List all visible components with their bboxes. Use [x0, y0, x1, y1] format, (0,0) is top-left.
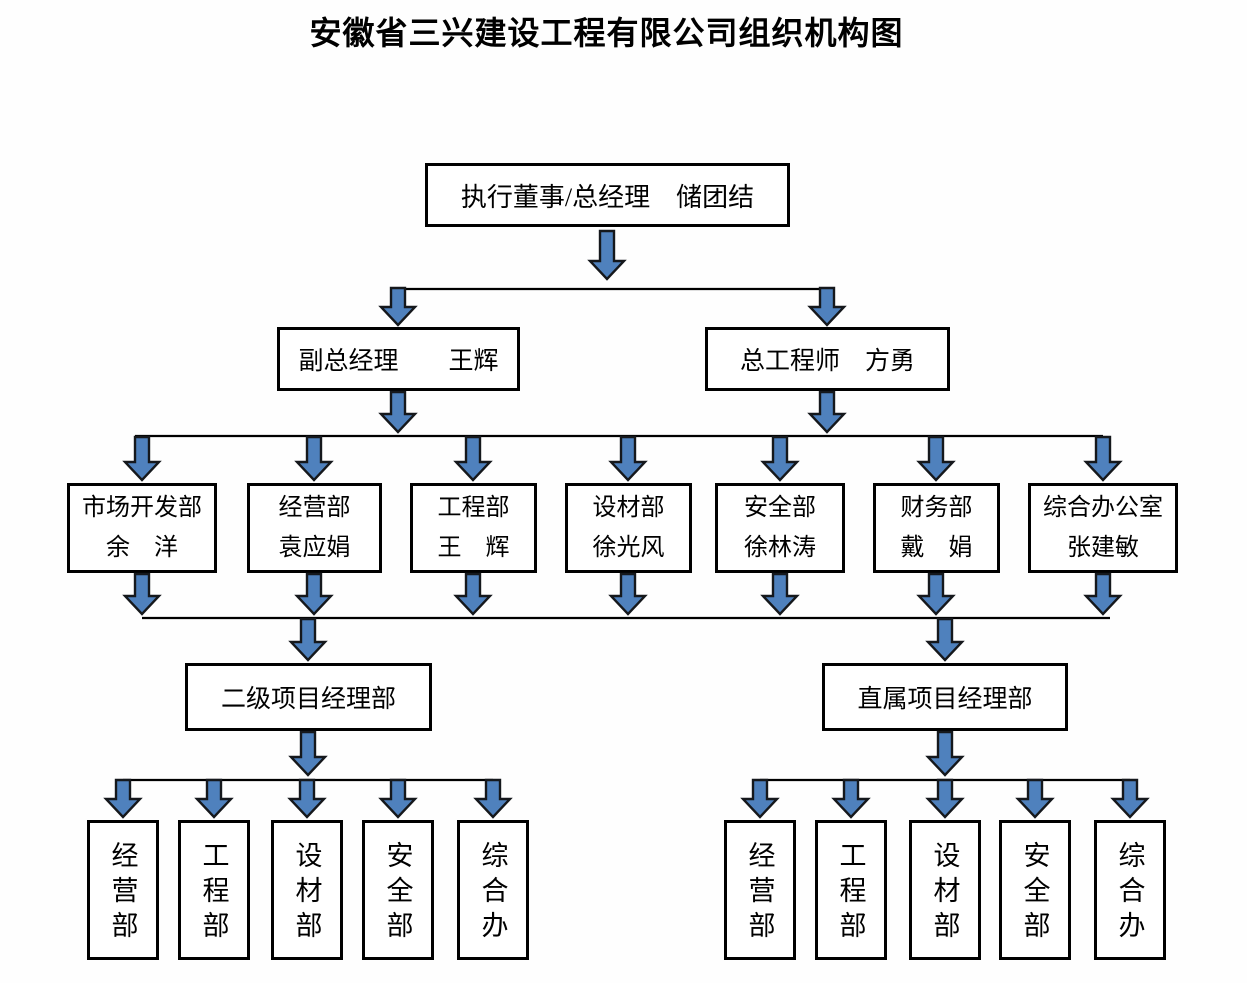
right-sub-dept-general-office: 综合办 — [1094, 820, 1166, 960]
left-sub-dept-materials: 设材部 — [271, 820, 343, 960]
dept-name: 安全部 — [744, 495, 816, 521]
left-sub-dept-general-office: 综合办 — [457, 820, 529, 960]
direct-project-dept-box: 直属项目经理部 — [822, 663, 1068, 731]
chart-title: 安徽省三兴建设工程有限公司组织机构图 — [309, 15, 904, 51]
dept-box-safety: 安全部 徐林涛 — [715, 483, 845, 573]
dept-head: 张建敏 — [1067, 535, 1139, 561]
dept-box-finance: 财务部 戴 娟 — [873, 483, 1000, 573]
down-arrow-icon — [740, 778, 780, 819]
down-arrow-icon — [1110, 778, 1150, 819]
dept-box-general-office: 综合办公室 张建敏 — [1028, 483, 1178, 573]
dept-box-engineering: 工程部 王 辉 — [410, 483, 537, 573]
down-arrow-icon — [608, 572, 648, 616]
down-arrow-icon — [831, 778, 871, 819]
dept-name: 综合办公室 — [1043, 495, 1163, 521]
down-arrow-icon — [288, 617, 328, 662]
down-arrow-icon — [1083, 435, 1123, 482]
down-arrow-icon — [122, 572, 162, 616]
down-arrow-icon — [473, 778, 513, 819]
dept-box-materials: 设材部 徐光风 — [565, 483, 692, 573]
dept-name: 经营部 — [278, 495, 351, 521]
dept-box-market-development: 市场开发部 余 洋 — [67, 483, 217, 573]
dept-name: 设材部 — [592, 495, 665, 521]
down-arrow-icon — [1015, 778, 1055, 819]
right-sub-dept-safety: 安全部 — [999, 820, 1071, 960]
dept-head: 余 洋 — [106, 535, 178, 561]
down-arrow-icon — [916, 572, 956, 616]
down-arrow-icon — [378, 286, 418, 327]
down-arrow-icon — [760, 572, 800, 616]
dept-name: 工程部 — [437, 495, 510, 521]
down-arrow-icon — [378, 390, 418, 434]
left-sub-dept-operations: 经营部 — [87, 820, 159, 960]
down-arrow-icon — [925, 778, 965, 819]
down-arrow-icon — [122, 435, 162, 482]
down-arrow-icon — [288, 730, 328, 777]
dept-head: 袁应娟 — [278, 535, 351, 561]
down-arrow-icon — [807, 286, 847, 327]
down-arrow-icon — [287, 778, 327, 819]
deputy-general-manager-box: 副总经理 王辉 — [277, 327, 520, 391]
down-arrow-icon — [103, 778, 143, 819]
right-sub-dept-operations: 经营部 — [724, 820, 796, 960]
left-sub-dept-safety: 安全部 — [362, 820, 434, 960]
down-arrow-icon — [925, 730, 965, 777]
dept-head: 徐光风 — [592, 535, 665, 561]
down-arrow-icon — [1083, 572, 1123, 616]
dept-head: 王 辉 — [437, 535, 510, 561]
down-arrow-icon — [760, 435, 800, 482]
down-arrow-icon — [453, 572, 493, 616]
secondary-project-dept-box: 二级项目经理部 — [185, 663, 432, 731]
down-arrow-icon — [916, 435, 956, 482]
dept-head: 徐林涛 — [744, 535, 816, 561]
down-arrow-icon — [453, 435, 493, 482]
left-sub-dept-engineering: 工程部 — [178, 820, 250, 960]
executive-director-box: 执行董事/总经理 储团结 — [425, 163, 790, 227]
down-arrow-icon — [194, 778, 234, 819]
down-arrow-icon — [294, 435, 334, 482]
dept-name: 财务部 — [900, 495, 973, 521]
down-arrow-icon — [608, 435, 648, 482]
down-arrow-icon — [807, 390, 847, 434]
dept-name: 市场开发部 — [82, 495, 202, 521]
down-arrow-icon — [294, 572, 334, 616]
down-arrow-icon — [587, 229, 627, 281]
right-sub-dept-engineering: 工程部 — [815, 820, 887, 960]
down-arrow-icon — [925, 617, 965, 662]
chief-engineer-box: 总工程师 方勇 — [705, 327, 950, 391]
dept-box-operations: 经营部 袁应娟 — [247, 483, 382, 573]
down-arrow-icon — [378, 778, 418, 819]
dept-head: 戴 娟 — [900, 535, 973, 561]
right-sub-dept-materials: 设材部 — [909, 820, 981, 960]
